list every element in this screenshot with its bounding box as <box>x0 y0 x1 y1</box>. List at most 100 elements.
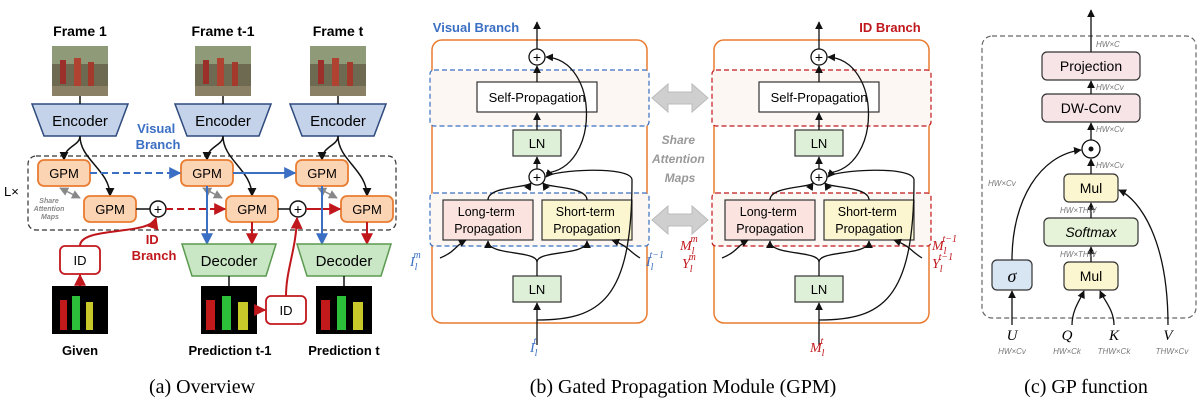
dw-conv-label: DW-Conv <box>1061 100 1121 116</box>
encoder-t: Encoder <box>288 103 388 137</box>
id-label: ID <box>74 253 87 268</box>
id-embed-given: ID <box>59 245 101 275</box>
math-I-l-t: Ilt <box>529 336 538 359</box>
encoder-label: Encoder <box>52 113 108 130</box>
plus-symbol: + <box>294 201 302 217</box>
encoder-1: Encoder <box>30 103 130 137</box>
id-ln-mid: LN <box>794 129 844 157</box>
mask-image-prediction-t <box>316 286 372 334</box>
decoder-label: Decoder <box>201 253 258 270</box>
frame-label-1: Frame 1 <box>53 23 107 39</box>
share-attention-label-b: Share Attention Maps <box>651 133 708 185</box>
sigma-block: σ <box>991 259 1033 291</box>
mul-label: Mul <box>1080 180 1103 196</box>
short-term-label: Short-term Propagation <box>835 205 902 236</box>
dot-product-node <box>1081 139 1101 159</box>
share-attention-line-1: Share <box>39 198 59 205</box>
math-I-l-t-1: Ilt−1 <box>645 250 664 273</box>
decoder-label: Decoder <box>316 253 373 270</box>
id-label: ID <box>280 303 293 318</box>
gpm-visual-1: GPM <box>37 159 91 187</box>
share-attention-arrow-bottom <box>651 204 709 236</box>
input-Q: Q <box>1062 328 1073 344</box>
id-long-term: Long-term Propagation <box>724 199 816 241</box>
math-I-l-m: Ilm <box>409 250 421 273</box>
input-K: K <box>1108 328 1120 344</box>
short-term-line-1: Short-term <box>556 205 615 219</box>
long-term-line-1: Long-term <box>740 205 797 219</box>
shape-hw-thw-1: HW×THW <box>1060 206 1098 215</box>
share-attention-line-3: Maps <box>665 171 696 185</box>
gpm-label: GPM <box>49 166 79 181</box>
plus-symbol: + <box>154 201 162 217</box>
share-attention-line-2: Attention <box>651 152 705 166</box>
mask-image-prediction-t-1 <box>201 286 257 334</box>
mask-image-given <box>52 286 108 334</box>
gpm-visual-t: GPM <box>295 159 349 187</box>
frame-image-1 <box>52 46 108 96</box>
visual-branch-label: Visual Branch <box>136 121 181 152</box>
input-V: V <box>1163 328 1174 344</box>
encoder-label: Encoder <box>195 113 251 130</box>
softmax-block: Softmax <box>1043 217 1139 247</box>
given-label: Given <box>62 343 98 358</box>
gp-function-box <box>981 35 1197 319</box>
gpm-id-t-1: GPM <box>225 195 279 223</box>
gpm-label: GPM <box>352 202 382 217</box>
ln-label: LN <box>529 136 546 151</box>
id-branch-line-1: ID <box>146 232 159 247</box>
share-attention-label-a: Share Attention Maps <box>33 198 67 221</box>
shape-hw-cv-1: HW×Cv <box>1096 83 1125 92</box>
prediction-t-label: Prediction t <box>308 343 380 358</box>
math-M-l-m: Mlm <box>679 234 698 257</box>
visual-branch-title: Visual Branch <box>433 20 520 35</box>
encoder-label: Encoder <box>310 113 366 130</box>
id-branch-title: ID Branch <box>859 20 920 35</box>
visual-short-term: Short-term Propagation <box>541 199 633 241</box>
caption-a: (a) Overview <box>149 376 256 398</box>
gpm-label: GPM <box>95 202 125 217</box>
long-term-line-2: Propagation <box>736 222 803 236</box>
input-U-shape: HW×Cv <box>998 347 1027 356</box>
gpm-id-1: GPM <box>83 195 137 223</box>
gpm-visual-t-1: GPM <box>180 159 234 187</box>
plus-symbol: + <box>533 49 541 65</box>
math-Y-l-t-1: Ylt−1 <box>932 252 953 275</box>
input-Q-shape: HW×Ck <box>1053 347 1082 356</box>
long-term-line-2: Propagation <box>454 222 521 236</box>
short-term-line-2: Propagation <box>553 222 620 236</box>
math-M-l-t: Mlt <box>809 336 825 359</box>
self-propagation-label: Self-Propagation <box>771 90 868 105</box>
gpm-id-t: GPM <box>340 195 394 223</box>
id-embed-prediction: ID <box>265 295 307 325</box>
visual-ln-mid: LN <box>512 129 562 157</box>
input-K-shape: THW×Ck <box>1098 347 1132 356</box>
gpm-label: GPM <box>307 166 337 181</box>
long-term-label: Long-term Propagation <box>454 205 521 236</box>
layer-stack-box <box>27 155 397 231</box>
plus-symbol: + <box>533 169 541 185</box>
caption-b: (b) Gated Propagation Module (GPM) <box>530 376 837 398</box>
panel-c-gp-function: Projection DW-Conv Mul Softmax Mul σ <box>981 9 1197 398</box>
visual-long-term: Long-term Propagation <box>442 199 534 241</box>
plus-symbol: + <box>815 49 823 65</box>
self-propagation-label: Self-Propagation <box>489 90 586 105</box>
gpm-label: GPM <box>237 202 267 217</box>
frame-label-t: Frame t <box>313 23 364 39</box>
frame-image-t-1 <box>195 46 251 96</box>
short-term-line-2: Propagation <box>835 222 902 236</box>
short-term-label: Short-term Propagation <box>553 205 620 236</box>
share-attention-line-1: Share <box>662 133 696 147</box>
shape-hw-cv-3: HW×Cv <box>1096 161 1125 170</box>
plus-symbol: + <box>815 169 823 185</box>
decoder-t: Decoder <box>295 243 393 277</box>
prediction-t-1-label: Prediction t-1 <box>188 343 271 358</box>
share-attention-line-2: Attention <box>33 206 65 213</box>
shape-hw-cv-2: HW×Cv <box>1096 125 1125 134</box>
visual-branch-line-2: Branch <box>136 137 181 152</box>
long-term-label: Long-term Propagation <box>736 205 803 236</box>
gpm-label: GPM <box>192 166 222 181</box>
panel-a-overview: Frame 1 Frame t-1 Frame t Encoder <box>4 23 397 398</box>
visual-self-propagation: Self-Propagation <box>476 81 598 113</box>
ln-label: LN <box>811 136 828 151</box>
